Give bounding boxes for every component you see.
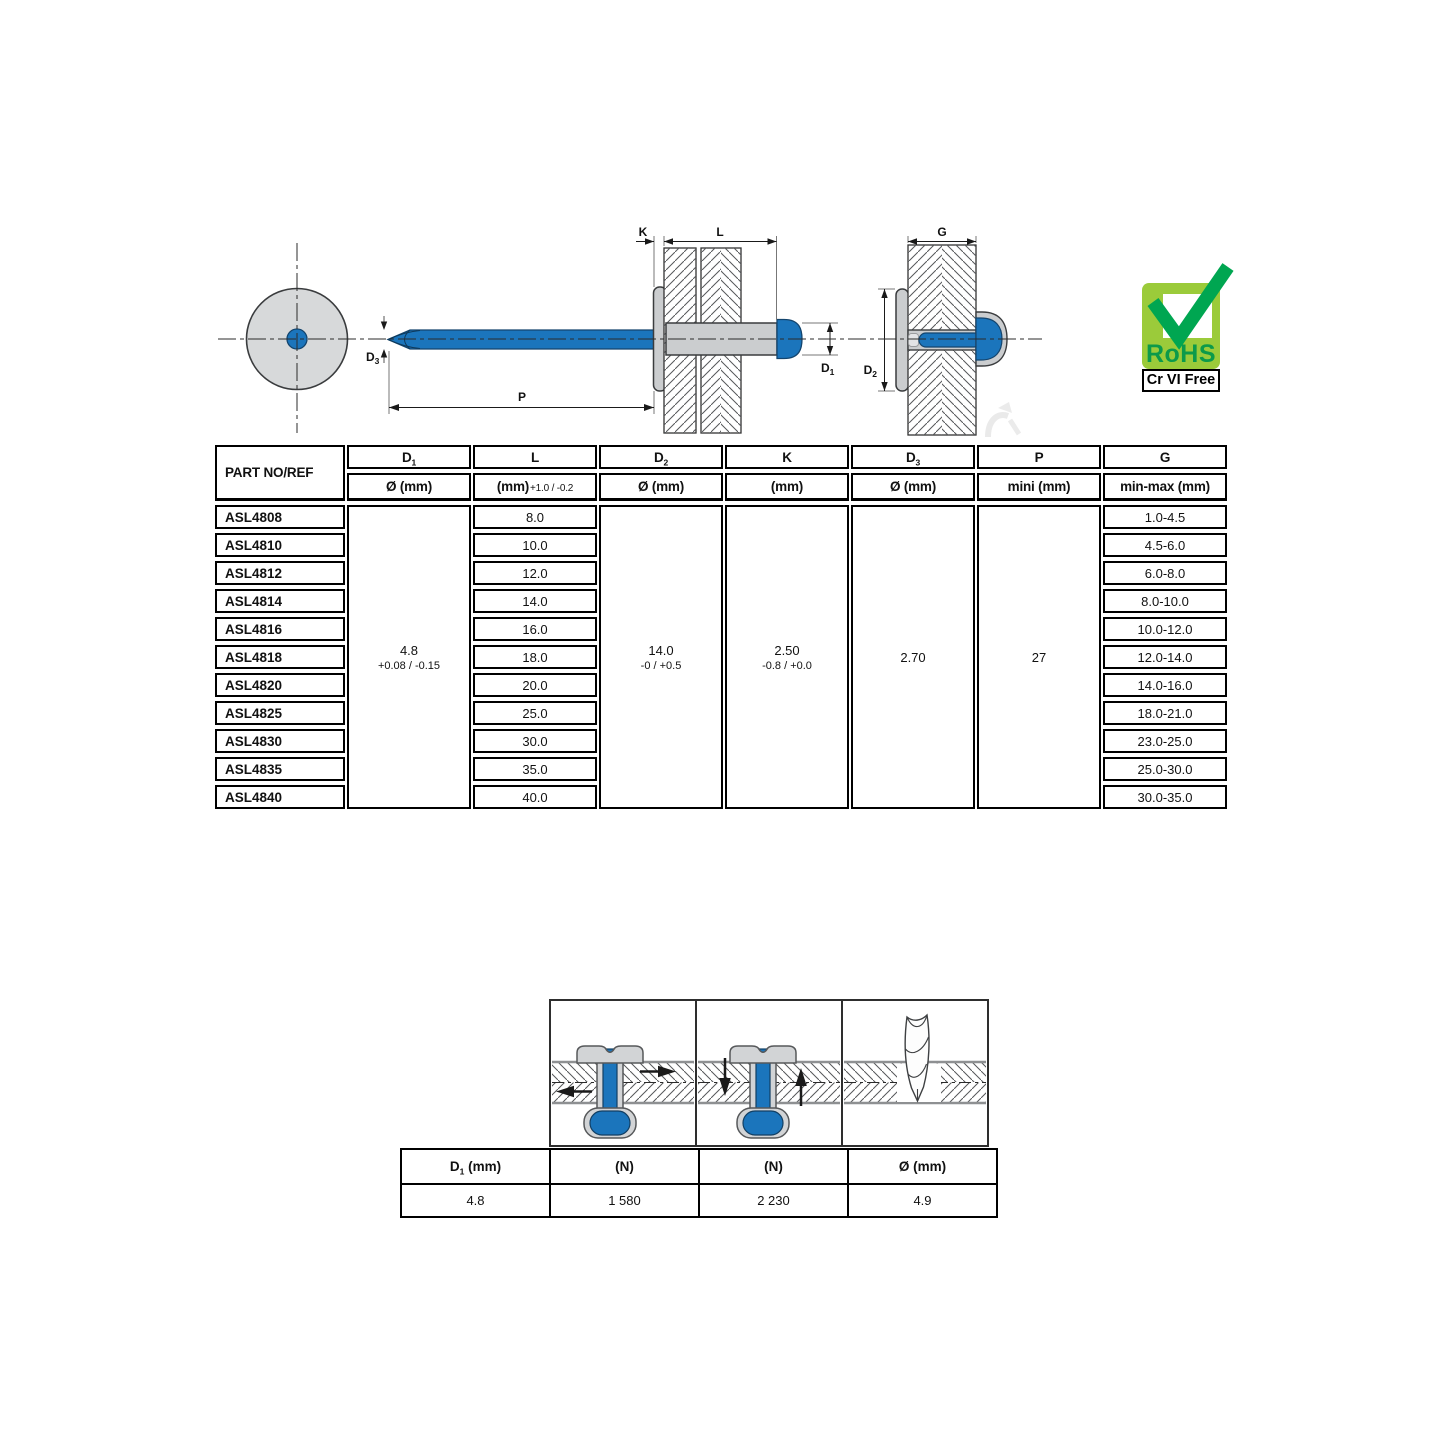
g-value: 25.0-30.0: [1103, 757, 1227, 781]
col-unit: Ø (mm): [851, 473, 975, 501]
watermark: [985, 402, 1022, 438]
col-header-d2: D2: [599, 445, 723, 469]
part-number: ASL4808: [215, 505, 345, 529]
l-value: 30.0: [473, 729, 597, 753]
drill-hole-diagram: [897, 1013, 941, 1103]
table-row: ASL4840 40.0 30.0-35.0: [215, 785, 1227, 809]
col-header-g: G: [1103, 445, 1227, 469]
g-value: 30.0-35.0: [1103, 785, 1227, 809]
label-d1: D1: [821, 361, 835, 377]
l-value: 20.0: [473, 673, 597, 697]
g-value: 12.0-14.0: [1103, 645, 1227, 669]
rohs-check-icon: [1147, 263, 1234, 350]
table-row: ASL4816 16.0 10.0-12.0: [215, 617, 1227, 641]
g-value: 23.0-25.0: [1103, 729, 1227, 753]
strength-value: 2 230: [698, 1183, 849, 1218]
col-header-l: L: [473, 445, 597, 469]
p-merged-value: 27: [977, 505, 1101, 809]
l-value: 16.0: [473, 617, 597, 641]
part-number: ASL4835: [215, 757, 345, 781]
label-p: P: [518, 390, 526, 404]
g-value: 8.0-10.0: [1103, 589, 1227, 613]
label-d3: D3: [366, 350, 380, 366]
table-row: ASL4812 12.0 6.0-8.0: [215, 561, 1227, 585]
strength-col-header: Ø (mm): [847, 1148, 998, 1185]
installed-rivet-view: [895, 244, 1008, 436]
table-row: ASL4825 25.0 18.0-21.0: [215, 701, 1227, 725]
strength-value: 4.9: [847, 1183, 998, 1218]
part-number: ASL4810: [215, 533, 345, 557]
col-unit: (mm)+1.0 / -0.2: [473, 473, 597, 501]
part-number: ASL4825: [215, 701, 345, 725]
d2-merged-value: 14.0-0 / +0.5: [599, 505, 723, 809]
label-g: G: [937, 225, 946, 239]
label-d2: D2: [864, 363, 878, 379]
g-value: 18.0-21.0: [1103, 701, 1227, 725]
l-value: 25.0: [473, 701, 597, 725]
table-row: ASL4830 30.0 23.0-25.0: [215, 729, 1227, 753]
strength-col-header: (N): [698, 1148, 849, 1185]
l-value: 8.0: [473, 505, 597, 529]
col-unit: (mm): [725, 473, 849, 501]
part-number: ASL4812: [215, 561, 345, 585]
tensile-test-diagram: [719, 1045, 807, 1139]
k-merged-value: 2.50-0.8 / +0.0: [725, 505, 849, 809]
test-diagrams: [549, 999, 989, 1147]
part-number: ASL4830: [215, 729, 345, 753]
g-value: 10.0-12.0: [1103, 617, 1227, 641]
l-value: 40.0: [473, 785, 597, 809]
strength-col-header: D1 (mm): [400, 1148, 551, 1185]
rohs-badge: RoHS Cr VI Free: [1142, 262, 1242, 396]
table-row: ASL4835 35.0 25.0-30.0: [215, 757, 1227, 781]
g-value: 14.0-16.0: [1103, 673, 1227, 697]
dimension-labels: D3 P K L D1 D2 G: [366, 225, 947, 404]
table-row: ASL4814 14.0 8.0-10.0: [215, 589, 1227, 613]
d1-merged-value: 4.8+0.08 / -0.15: [347, 505, 471, 809]
centerlines: [218, 243, 1042, 433]
table-row: ASL4818 18.0 12.0-14.0: [215, 645, 1227, 669]
col-unit: Ø (mm): [347, 473, 471, 501]
shear-test-diagram: [556, 1045, 676, 1139]
l-value: 12.0: [473, 561, 597, 585]
l-value: 35.0: [473, 757, 597, 781]
col-unit: mini (mm): [977, 473, 1101, 501]
table-row: ASL4810 10.0 4.5-6.0: [215, 533, 1227, 557]
rohs-subtitle: Cr VI Free: [1142, 369, 1220, 392]
l-value: 14.0: [473, 589, 597, 613]
rohs-title: RoHS: [1145, 340, 1217, 368]
g-value: 1.0-4.5: [1103, 505, 1227, 529]
col-header-k: K: [725, 445, 849, 469]
strength-value: 4.8: [400, 1183, 551, 1218]
d3-merged-value: 2.70: [851, 505, 975, 809]
rivet-side-view: [386, 247, 803, 434]
col-header-part-no-ref: PART NO/REF: [215, 445, 345, 501]
part-number: ASL4816: [215, 617, 345, 641]
col-header-p: P: [977, 445, 1101, 469]
strength-col-header: (N): [549, 1148, 700, 1185]
g-value: 6.0-8.0: [1103, 561, 1227, 585]
l-value: 10.0: [473, 533, 597, 557]
col-header-d3: D3: [851, 445, 975, 469]
part-number: ASL4814: [215, 589, 345, 613]
dimension-lines: [380, 236, 977, 414]
part-number: ASL4818: [215, 645, 345, 669]
part-number: ASL4820: [215, 673, 345, 697]
l-value: 18.0: [473, 645, 597, 669]
table-row: ASL4820 20.0 14.0-16.0: [215, 673, 1227, 697]
col-unit: min-max (mm): [1103, 473, 1227, 501]
col-header-d1: D1: [347, 445, 471, 469]
label-k: K: [639, 225, 648, 239]
part-number: ASL4840: [215, 785, 345, 809]
strength-value: 1 580: [549, 1183, 700, 1218]
col-unit: Ø (mm): [599, 473, 723, 501]
g-value: 4.5-6.0: [1103, 533, 1227, 557]
label-l: L: [716, 225, 723, 239]
